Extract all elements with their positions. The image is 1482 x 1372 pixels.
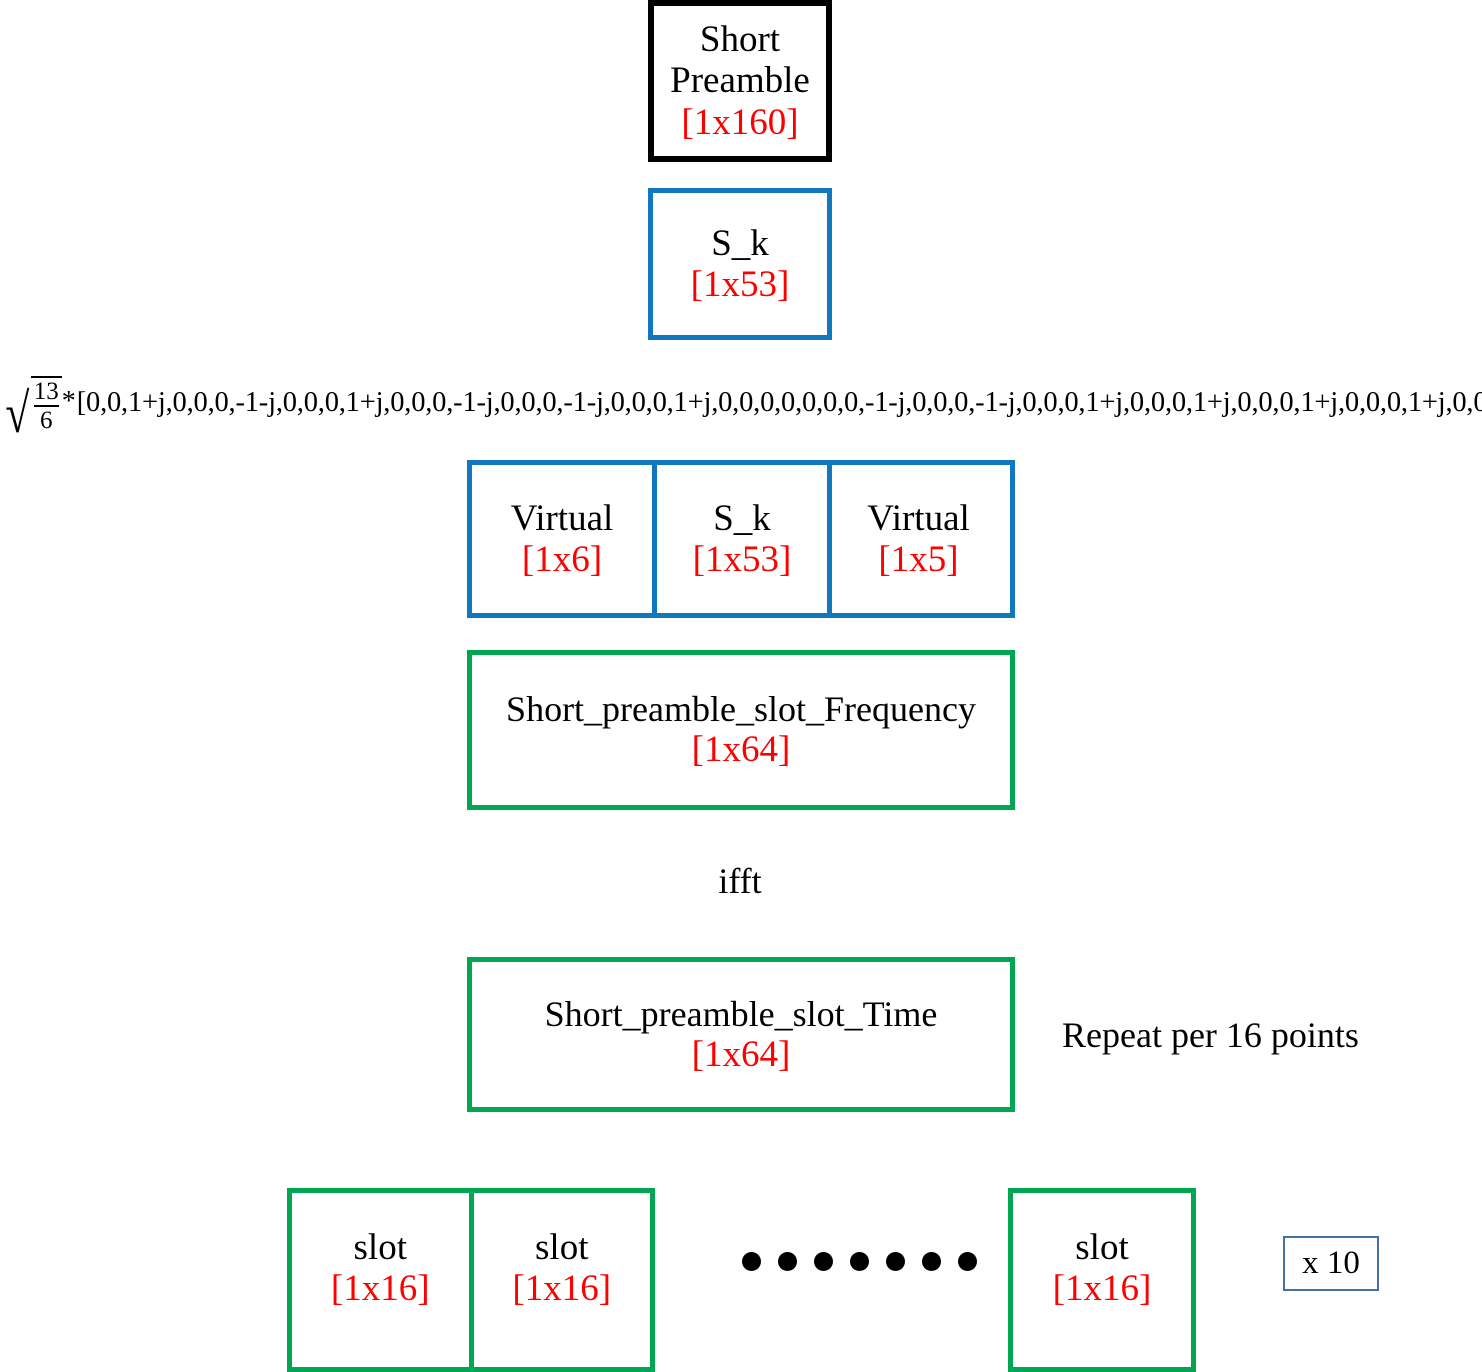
ellipsis-dot xyxy=(886,1252,905,1271)
virtual-right-cell: Virtual [1x5] xyxy=(832,465,1005,613)
ellipsis-dot xyxy=(742,1252,761,1271)
slot-2-label: slot xyxy=(535,1226,589,1268)
ellipsis-dots-icon xyxy=(742,1252,977,1271)
ellipsis-dot xyxy=(958,1252,977,1271)
virtual-left-dimension: [1x6] xyxy=(521,539,603,580)
ifft-transform-label: ifft xyxy=(718,861,762,901)
slot-group-left: slot [1x16] slot [1x16] xyxy=(287,1188,655,1372)
fraction-numerator: 13 xyxy=(33,378,59,405)
short-preamble-slot-frequency-box: Short_preamble_slot_Frequency [1x64] xyxy=(467,650,1015,810)
short-preamble-label-line1: Short xyxy=(699,18,781,60)
fraction-denominator: 6 xyxy=(33,405,59,434)
ellipsis-dot xyxy=(778,1252,797,1271)
slot-last-label: slot xyxy=(1075,1226,1129,1268)
sk-label: S_k xyxy=(711,222,769,264)
short-preamble-slot-time-box: Short_preamble_slot_Time [1x64] xyxy=(467,957,1015,1112)
virtual-right-dimension: [1x5] xyxy=(878,539,959,580)
slot-cell-1: slot [1x16] xyxy=(292,1193,474,1367)
multiplier-badge: x 10 xyxy=(1283,1236,1379,1291)
ellipsis-dot xyxy=(814,1252,833,1271)
slot-2-dimension: [1x16] xyxy=(512,1268,612,1309)
slot-cell-2: slot [1x16] xyxy=(474,1193,651,1367)
sk-center-cell: S_k [1x53] xyxy=(657,465,832,613)
frequency-box-label: Short_preamble_slot_Frequency xyxy=(506,689,976,730)
time-box-dimension: [1x64] xyxy=(691,1033,791,1075)
frequency-box-dimension: [1x64] xyxy=(691,729,791,771)
slot-cell-last: slot [1x16] xyxy=(1008,1188,1196,1372)
multiplication-operator: * xyxy=(61,386,76,417)
virtual-right-label: Virtual xyxy=(867,497,970,539)
slot-1-label: slot xyxy=(353,1226,407,1268)
ellipsis-dot xyxy=(850,1252,869,1271)
time-box-label: Short_preamble_slot_Time xyxy=(544,993,938,1034)
sk-dimension: [1x53] xyxy=(690,264,790,305)
virtual-left-cell: Virtual [1x6] xyxy=(472,465,657,613)
slot-last-dimension: [1x16] xyxy=(1052,1268,1152,1309)
short-preamble-box: Short Preamble [1x160] xyxy=(648,0,832,162)
sk-box: S_k [1x53] xyxy=(648,188,832,340)
short-preamble-label-line2: Preamble xyxy=(670,60,810,102)
square-root-expression: √ 13 6 xyxy=(2,376,62,445)
virtual-left-label: Virtual xyxy=(510,497,614,539)
fraction-13-over-6: 13 6 xyxy=(30,376,62,434)
repeat-per-16-points-note: Repeat per 16 points xyxy=(1062,1015,1359,1055)
sk-sequence-values: [0,0,1+j,0,0,0,-1-j,0,0,0,1+j,0,0,0,-1-j… xyxy=(76,387,1482,418)
sk-sequence-formula: √ 13 6 * [0,0,1+j,0,0,0,-1-j,0,0,0,1+j,0… xyxy=(2,372,1482,445)
subcarrier-mapping-row: Virtual [1x6] S_k [1x53] Virtual [1x5] xyxy=(467,460,1015,618)
sk-center-label: S_k xyxy=(713,497,771,539)
radical-sign-icon: √ xyxy=(5,382,30,445)
slot-1-dimension: [1x16] xyxy=(330,1268,430,1309)
short-preamble-dimension: [1x160] xyxy=(681,101,799,143)
ellipsis-dot xyxy=(922,1252,941,1271)
sk-center-dimension: [1x53] xyxy=(692,539,792,580)
